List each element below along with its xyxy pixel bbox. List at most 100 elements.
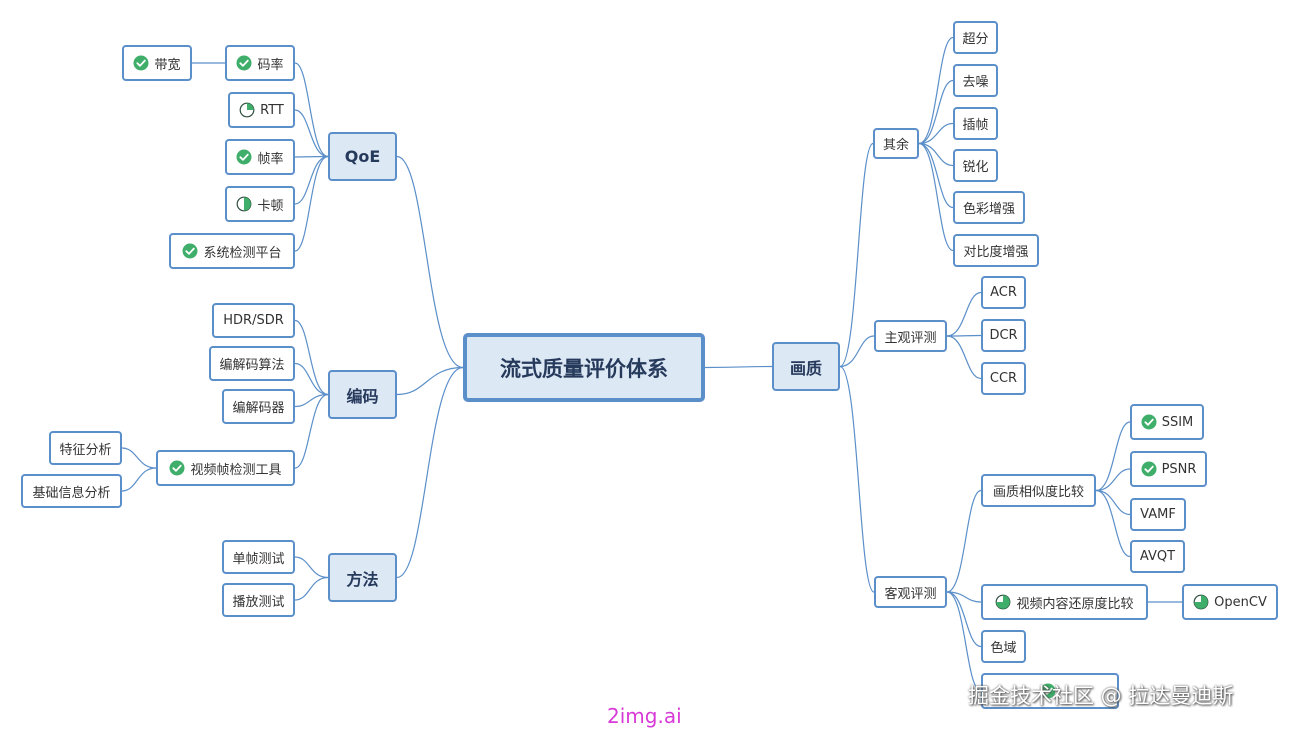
check-circle-icon <box>182 243 198 259</box>
topic-label: 系统检测平台 <box>203 245 282 261</box>
connector-line <box>946 291 982 337</box>
connector-line <box>294 362 329 396</box>
topic-picture-quality[interactable]: 画质 <box>772 342 840 391</box>
topic-label: 色域 <box>990 641 1017 656</box>
topic-label: 对比度增强 <box>963 245 1029 260</box>
topic-content-restoration[interactable]: 视频内容还原度比较 <box>981 584 1148 620</box>
topic-sharpen[interactable]: 锐化 <box>953 149 998 182</box>
topic-encoding-label: 编码 <box>346 386 379 406</box>
topic-label: 画质相似度比较 <box>992 485 1084 500</box>
topic-codec[interactable]: 编解码器 <box>222 389 295 424</box>
topic-label: 主观评测 <box>884 330 937 346</box>
connector-line <box>294 393 329 408</box>
topic-frame-interpolation[interactable]: 插帧 <box>953 107 998 140</box>
topic-codec-algorithm[interactable]: 编解码算法 <box>209 346 295 381</box>
connector-line <box>946 591 982 692</box>
topic-bandwidth[interactable]: 带宽 <box>122 45 192 81</box>
topic-bitrate[interactable]: 码率 <box>225 45 295 81</box>
topic-ssim[interactable]: SSIM <box>1130 404 1204 440</box>
topic-detection-platform[interactable]: 系统检测平台 <box>169 233 295 269</box>
topic-feature-analysis[interactable]: 特征分析 <box>49 431 122 465</box>
topic-framerate[interactable]: 帧率 <box>225 139 295 175</box>
topic-label: VAMF <box>1140 507 1176 522</box>
topic-method[interactable]: 方法 <box>328 553 397 602</box>
topic-acr[interactable]: ACR <box>981 276 1026 309</box>
topic-objective-eval[interactable]: 客观评测 <box>874 576 947 608</box>
topic-label: 卡顿 <box>257 198 284 214</box>
topic-label: 其余 <box>882 138 909 153</box>
connector-line <box>839 142 874 368</box>
topic-method-label: 方法 <box>346 569 379 589</box>
topic-label: 视频帧检测工具 <box>190 462 282 478</box>
connector-line <box>1095 421 1131 492</box>
topic-color-gamut[interactable]: 色域 <box>981 630 1026 663</box>
topic-label: 超分 <box>962 32 989 47</box>
topic-label: 插帧 <box>962 118 989 133</box>
topic-label: 去噪 <box>962 75 989 90</box>
progress-quarter-icon <box>239 102 255 118</box>
topic-contrast-enhance[interactable]: 对比度增强 <box>953 234 1039 267</box>
topic-label: 视频内容还原度比较 <box>1016 596 1134 612</box>
topic-label: 锐化 <box>962 160 989 175</box>
topic-stutter[interactable]: 卡顿 <box>225 186 295 222</box>
topic-video-frame-tool[interactable]: 视频帧检测工具 <box>156 450 295 486</box>
topic-label: 单帧测试 <box>232 551 285 567</box>
topic-picture-quality-label: 画质 <box>789 358 822 378</box>
topic-qoe[interactable]: QoE <box>328 132 397 181</box>
topic-playback-test[interactable]: 播放测试 <box>222 583 295 617</box>
topic-subjective-eval[interactable]: 主观评测 <box>874 320 947 352</box>
topic-label: 特征分析 <box>59 442 112 458</box>
connector-line <box>839 365 875 593</box>
topic-similarity-compare[interactable]: 画质相似度比较 <box>981 474 1096 507</box>
connector-line <box>396 155 464 369</box>
connector-line <box>918 122 954 145</box>
topic-ccr[interactable]: CCR <box>981 362 1026 395</box>
topic-label: 客观评测 <box>884 586 937 602</box>
topic-avqt[interactable]: AVQT <box>1130 540 1185 573</box>
topic-label: ACR <box>990 285 1017 300</box>
connector-line <box>121 447 157 469</box>
connector-line <box>294 576 329 601</box>
topic-vamf[interactable]: VAMF <box>1130 498 1186 531</box>
topic-denoise[interactable]: 去噪 <box>953 64 998 97</box>
connector-line <box>918 142 954 252</box>
topic-label: RTT <box>260 102 284 118</box>
connector-line <box>294 62 329 158</box>
topic-rtt[interactable]: RTT <box>228 92 295 128</box>
topic-label: 基础信息分析 <box>32 485 111 501</box>
connector-line <box>946 591 982 603</box>
topic-obscured[interactable] <box>981 673 1119 709</box>
topic-label: 编解码算法 <box>219 358 285 373</box>
topic-psnr[interactable]: PSNR <box>1130 451 1207 487</box>
check-circle-icon <box>236 149 252 165</box>
topic-color-enhance[interactable]: 色彩增强 <box>953 191 1025 224</box>
topic-single-frame-test[interactable]: 单帧测试 <box>222 540 295 574</box>
check-circle-icon <box>1141 461 1157 477</box>
topic-label: OpenCV <box>1214 594 1267 610</box>
topic-hdr-sdr[interactable]: HDR/SDR <box>212 303 295 338</box>
connector-line <box>294 109 329 158</box>
topic-label: 编解码器 <box>232 401 285 416</box>
check-circle-icon <box>133 55 149 71</box>
topic-opencv[interactable]: OpenCV <box>1182 584 1278 620</box>
progress-three-quarter-icon <box>1193 594 1209 610</box>
topic-label: DCR <box>989 328 1018 343</box>
root-topic[interactable]: 流式质量评价体系 <box>463 333 705 402</box>
topic-label: 播放测试 <box>232 594 285 610</box>
topic-basic-info-analysis[interactable]: 基础信息分析 <box>21 474 122 508</box>
connector-line <box>294 155 329 158</box>
connector-line <box>294 319 329 396</box>
root-topic-label: 流式质量评价体系 <box>500 356 668 381</box>
topic-other[interactable]: 其余 <box>873 128 919 159</box>
connector-line <box>294 155 329 252</box>
topic-super-resolution[interactable]: 超分 <box>953 21 998 54</box>
topic-dcr[interactable]: DCR <box>981 319 1026 352</box>
connector-line <box>294 556 329 579</box>
topic-encoding[interactable]: 编码 <box>328 370 397 419</box>
connector-line <box>918 142 954 209</box>
topic-label: SSIM <box>1161 414 1194 430</box>
connector-line <box>946 489 982 593</box>
topic-label: 带宽 <box>154 57 181 73</box>
topic-label: CCR <box>989 371 1018 386</box>
progress-half-icon <box>237 196 252 212</box>
